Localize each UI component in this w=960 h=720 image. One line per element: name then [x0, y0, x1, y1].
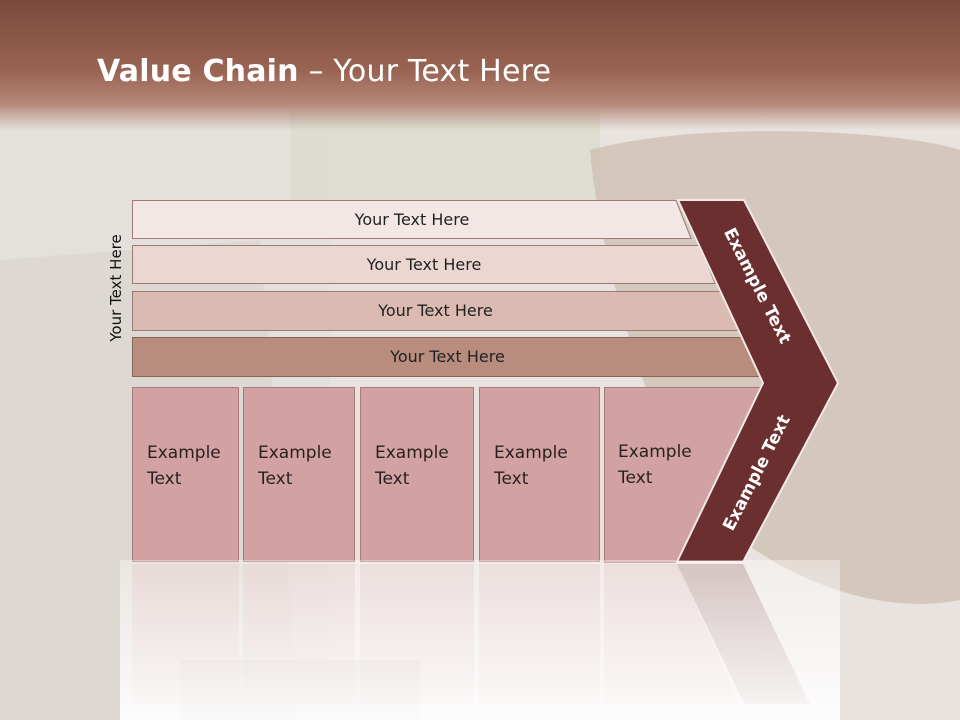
title-band [0, 0, 960, 130]
column-5-line2: Text [618, 468, 653, 488]
slide-title: Value Chain – Your Text Here [97, 54, 551, 89]
column-2-line2: Text [258, 469, 293, 489]
bar-4[interactable]: Your Text Here [132, 337, 763, 377]
bar-2-label: Your Text Here [366, 255, 482, 274]
column-4-line2: Text [494, 469, 529, 489]
bar-1-label: Your Text Here [354, 210, 470, 229]
column-1-line2: Text [147, 469, 182, 489]
title-rest: – Your Text Here [298, 54, 552, 89]
column-3-line2: Text [375, 469, 410, 489]
column-3[interactable]: Example Text [360, 387, 474, 562]
column-4-line1: Example [494, 443, 568, 463]
bar-4-label: Your Text Here [390, 347, 505, 366]
title-bold: Value Chain [97, 54, 299, 89]
column-3-line1: Example [375, 443, 449, 463]
bar-3-label: Your Text Here [378, 301, 493, 320]
bar-2[interactable]: Your Text Here [132, 245, 716, 284]
column-2[interactable]: Example Text [243, 387, 355, 562]
column-1[interactable]: Example Text [132, 387, 239, 562]
bar-1[interactable]: Your Text Here [132, 200, 692, 239]
column-5-line1: Example [618, 442, 692, 462]
column-2-line1: Example [258, 443, 332, 463]
column-1-line1: Example [147, 443, 221, 463]
